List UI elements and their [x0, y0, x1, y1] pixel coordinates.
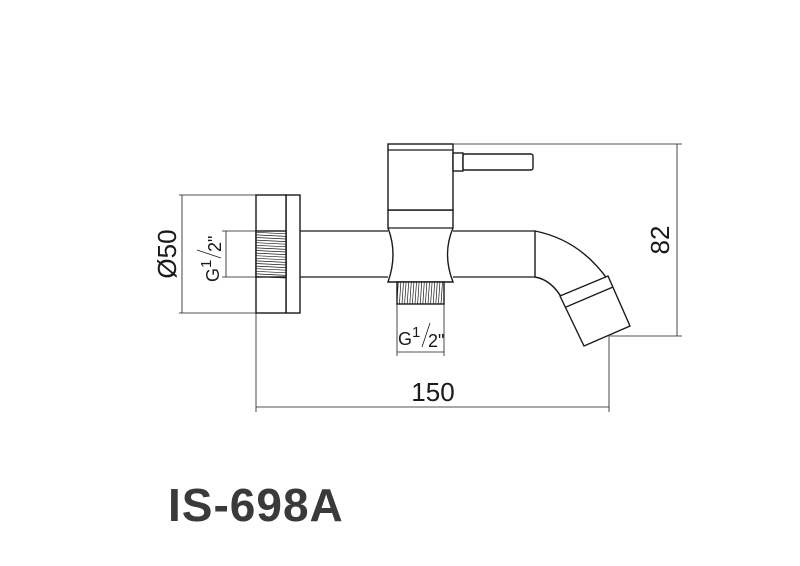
- thread-line: [255, 244, 287, 248]
- thread-line: [255, 255, 287, 258]
- thread-line: [401, 281, 404, 305]
- thread-line: [440, 281, 443, 305]
- thread-line: [255, 231, 287, 235]
- model-code: IS-698A: [168, 479, 344, 531]
- thread-line: [396, 281, 399, 305]
- thread-line: [427, 281, 430, 305]
- thread-line: [255, 234, 287, 237]
- dim-outlet-thread: G 1 2": [396, 304, 444, 356]
- dim-inlet-thread: G 1 2": [196, 230, 256, 282]
- outlet-thread-prefix: G: [398, 329, 412, 349]
- dim-overall-height: 82: [453, 143, 682, 337]
- thread-line: [417, 281, 420, 305]
- thread-line: [425, 281, 428, 305]
- thread-line: [255, 260, 287, 263]
- thread-line: [255, 265, 287, 268]
- valve-body: [387, 209, 455, 283]
- thread-line: [414, 281, 417, 305]
- overall-length-label: 150: [411, 377, 454, 407]
- outlet-thread-denominator: 2": [428, 331, 444, 351]
- dim-flange-diameter: Ø50: [152, 194, 286, 314]
- main-pipe: [300, 230, 388, 278]
- thread-line: [409, 281, 412, 305]
- spout: [534, 230, 631, 347]
- dim-overall-length: 150: [255, 313, 610, 412]
- thread-line: [255, 242, 287, 245]
- thread-line: [422, 281, 425, 305]
- flange-diameter-label: Ø50: [152, 229, 182, 278]
- thread-line: [255, 247, 287, 250]
- thread-line: [255, 252, 287, 255]
- thread-line: [404, 281, 407, 305]
- thread-line: [255, 257, 287, 261]
- spout-pipe: [453, 230, 535, 278]
- thread-line: [399, 281, 402, 305]
- thread-line: [255, 270, 287, 274]
- handle-housing: [387, 143, 454, 211]
- lever-handle: [452, 152, 534, 172]
- inlet-thread-denominator: 2": [205, 236, 225, 252]
- thread-line: [406, 281, 410, 305]
- thread-line: [255, 268, 287, 271]
- thread-line: [255, 276, 287, 279]
- thread-line: [430, 281, 433, 305]
- thread-line: [419, 281, 423, 305]
- outlet-thread-numerator: 1: [412, 324, 420, 341]
- inlet-thread: [255, 230, 287, 279]
- overall-height-label: 82: [645, 226, 675, 255]
- outlet-thread: [396, 281, 445, 305]
- thread-line: [432, 281, 436, 305]
- thread-line: [255, 273, 287, 276]
- thread-line: [255, 237, 287, 240]
- inlet-thread-prefix: G: [203, 268, 223, 282]
- thread-line: [255, 263, 287, 266]
- thread-line: [255, 239, 287, 242]
- thread-line: [255, 250, 287, 253]
- inlet-thread-numerator: 1: [198, 260, 215, 268]
- thread-line: [412, 281, 415, 305]
- thread-line: [438, 281, 441, 305]
- thread-line: [435, 281, 438, 305]
